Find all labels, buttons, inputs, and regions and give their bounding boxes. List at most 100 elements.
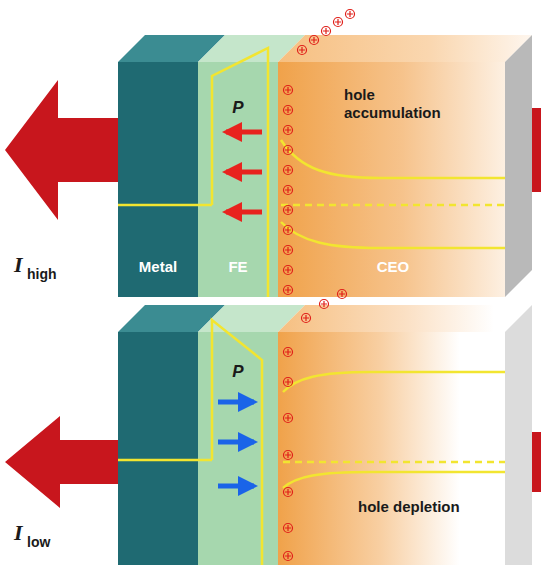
node-heading: P — [226, 98, 250, 118]
current-arrow-high — [5, 80, 118, 220]
positive-charge — [298, 46, 307, 55]
positive-charge — [285, 452, 291, 458]
oxide-layer: hole accumulationCEO — [278, 62, 505, 297]
positive-charge — [334, 18, 343, 27]
positive-charge — [310, 36, 319, 45]
positive-charge — [284, 286, 293, 295]
polarization-arrows — [218, 440, 254, 445]
positive-charge — [284, 524, 293, 533]
polarization-arrows — [226, 132, 262, 212]
positive-charge — [285, 379, 291, 385]
oxide-block — [278, 305, 532, 565]
positive-charge — [285, 227, 291, 233]
ferroelectric-layer: P — [198, 332, 278, 565]
oxide-block — [278, 305, 532, 332]
band-lines — [283, 472, 505, 488]
positive-charge — [284, 524, 293, 533]
positive-charge — [285, 187, 291, 193]
positive-charge — [310, 36, 319, 45]
positive-charge — [322, 27, 331, 36]
positive-charge — [284, 106, 293, 115]
oxide-block — [278, 35, 532, 297]
positive-charge — [284, 86, 293, 95]
metal-layer: Metal — [118, 62, 198, 297]
positive-charge — [285, 207, 291, 213]
band-lines — [281, 222, 505, 248]
positive-charge — [284, 166, 293, 175]
positive-charge — [284, 552, 293, 561]
band-lines — [283, 461, 505, 464]
positive-charge — [284, 206, 293, 215]
positive-charge — [284, 186, 293, 195]
metal-block — [118, 332, 198, 565]
polarization-arrows — [218, 400, 254, 405]
positive-charge — [298, 46, 307, 55]
positive-charge — [303, 315, 309, 321]
band-lines — [118, 48, 505, 297]
current-subscript: high — [27, 266, 57, 282]
positive-charge — [284, 488, 293, 497]
band-lines — [212, 320, 262, 565]
positive-charge — [284, 126, 293, 135]
positive-charge — [284, 552, 293, 561]
positive-charge — [284, 226, 293, 235]
positive-charge — [285, 147, 291, 153]
layer-label: CEO — [338, 258, 448, 276]
positive-charge — [284, 348, 293, 357]
node-heading: hole depletion — [358, 498, 478, 516]
band-lines — [281, 204, 505, 207]
positive-charge — [284, 451, 293, 460]
ferroelectric-block — [198, 332, 278, 565]
positive-charge — [285, 349, 291, 355]
positive-charge — [285, 267, 291, 273]
current-symbol: I — [14, 520, 23, 546]
positive-charge — [299, 47, 305, 53]
positive-charge — [284, 378, 293, 387]
positive-charge — [285, 553, 291, 559]
positive-charge — [284, 86, 293, 95]
current-subscript: low — [27, 534, 50, 550]
positive-charge — [284, 166, 293, 175]
current-arrow-low — [5, 416, 118, 508]
positive-charge — [285, 87, 291, 93]
positive-charge — [346, 10, 355, 19]
positive-charge — [284, 186, 293, 195]
positive-charge — [339, 291, 345, 297]
node-heading: P — [226, 362, 250, 382]
current-symbol: I — [14, 252, 23, 278]
positive-charge — [346, 10, 355, 19]
positive-charge — [285, 127, 291, 133]
positive-charge — [284, 246, 293, 255]
positive-charge — [284, 286, 293, 295]
positive-charge — [320, 300, 329, 309]
positive-charge — [285, 415, 291, 421]
band-lines — [118, 459, 212, 462]
layer-label: Metal — [118, 258, 198, 276]
positive-charge — [285, 247, 291, 253]
positive-charge — [284, 246, 293, 255]
polarization-arrows — [226, 170, 262, 175]
positive-charge — [284, 348, 293, 357]
positive-charge — [284, 106, 293, 115]
oxide-block — [505, 35, 532, 297]
positive-charge — [284, 206, 293, 215]
oxide-block — [278, 62, 505, 297]
positive-charge — [284, 378, 293, 387]
metal-block — [118, 62, 198, 297]
positive-charge — [284, 146, 293, 155]
band-lines — [281, 140, 505, 178]
ferroelectric-layer: PFE — [198, 62, 278, 297]
positive-charge — [338, 290, 347, 299]
positive-charge — [285, 167, 291, 173]
ferroelectric-block — [198, 62, 278, 297]
polarization-arrows — [218, 484, 254, 489]
positive-charge — [322, 27, 331, 36]
positive-charges — [284, 10, 355, 561]
band-lines — [118, 204, 212, 207]
positive-charge — [335, 19, 341, 25]
oxide-block — [505, 305, 532, 565]
positive-charge — [284, 266, 293, 275]
positive-charge — [285, 489, 291, 495]
positive-charge — [284, 146, 293, 155]
